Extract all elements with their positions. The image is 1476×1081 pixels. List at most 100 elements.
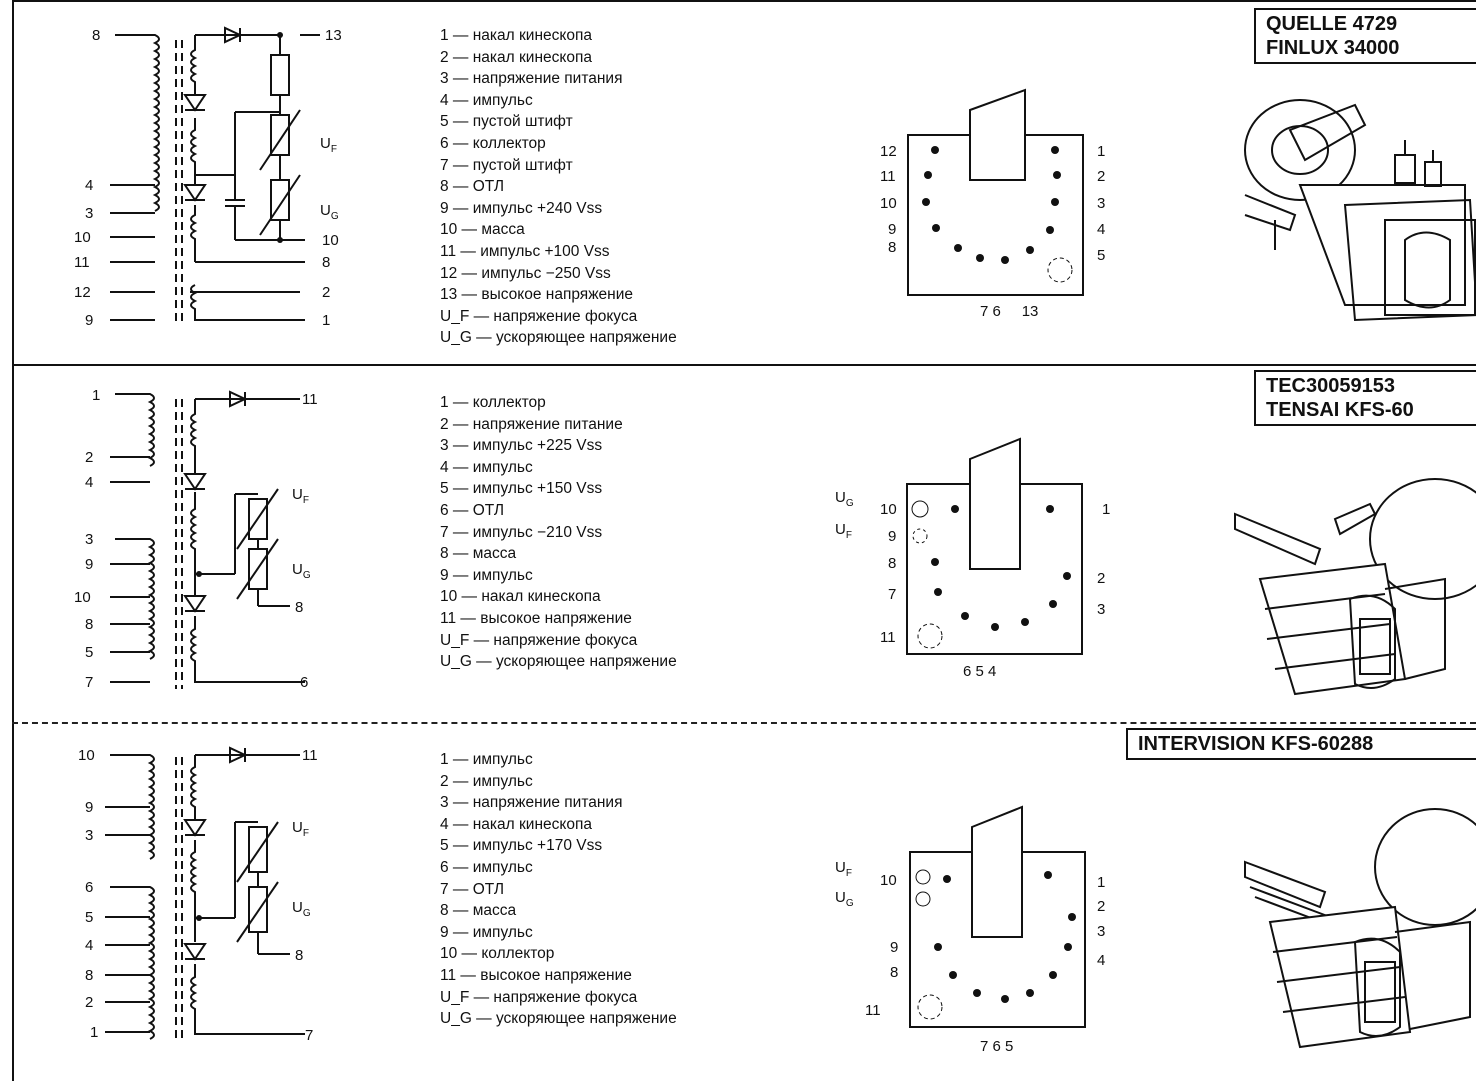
legend-item: 13 — высокое напряжение (440, 286, 634, 304)
model-title-line: INTERVISION KFS-60288 (1138, 733, 1374, 755)
pin-right-13: 13 (325, 27, 342, 44)
pin-right-10: 10 (322, 232, 339, 249)
socket-pin-label: 6 5 4 (963, 663, 996, 680)
pin-label: 9 (85, 799, 93, 816)
socket-pin-label: 4 (1097, 221, 1105, 238)
legend-item: U_F — напряжение фокуса (440, 988, 638, 1006)
transformer-drawing-3 (1244, 808, 1476, 1049)
model-title-2: TEC30059153 TENSAI KFS-60 (1254, 370, 1476, 426)
pin-legend-2: 1 — коллектор 2 — напряжение питание 3 —… (440, 392, 677, 673)
pin-left-4: 4 (85, 177, 93, 194)
socket-pin-label: 8 (890, 964, 898, 981)
legend-item: 6 — ОТЛ (440, 501, 505, 519)
ug-label: UG (320, 202, 339, 222)
legend-item: 2 — накал кинескопа (440, 48, 592, 66)
schematic-2: 1 2 4 3 9 10 8 5 7 11 8 6 UF UG (74, 387, 318, 691)
pin-label: 8 (295, 599, 303, 616)
schematic-3: 10 9 3 6 5 4 8 2 1 11 8 7 UF UG (78, 746, 318, 1044)
model-title-line: QUELLE 4729 (1266, 13, 1398, 35)
model-title-3: INTERVISION KFS-60288 (1126, 728, 1476, 760)
socket-pin-label: 2 (1097, 570, 1105, 587)
socket-pin-label: 8 (888, 239, 896, 256)
legend-item: 1 — накал кинескопа (440, 27, 592, 44)
socket-pin-label: 9 (888, 221, 896, 238)
socket-pin-label: 1 (1097, 874, 1105, 891)
legend-item: U_G — ускоряющее напряжение (440, 653, 677, 671)
socket-pin-label: 7 6 13 (980, 303, 1038, 320)
socket-u-label: UF (835, 859, 852, 879)
socket-u-label: UG (835, 889, 854, 909)
top-border (12, 0, 1476, 2)
socket-pin-label: 11 (880, 168, 896, 185)
section-tec: 1 2 4 3 9 10 8 5 7 11 8 6 UF UG 1 — колл… (0, 364, 1476, 722)
legend-item: 11 — высокое напряжение (440, 609, 632, 627)
schematic-1: 8 4 3 10 11 12 9 13 10 8 2 1 UF UG (74, 26, 342, 329)
socket-pin-label: 11 (880, 629, 896, 646)
legend-item: 10 — коллектор (440, 945, 555, 963)
uf-label: UF (320, 135, 337, 155)
pin-label: 2 (85, 449, 93, 466)
socket-diagram-3: UF UG 10 9 8 11 1 2 3 4 7 6 5 (835, 805, 1105, 1055)
socket-pin-label: 2 (1097, 168, 1105, 185)
socket-pin-label: 10 (880, 195, 897, 212)
socket-pin-label: 9 (888, 528, 896, 545)
legend-item: 4 — импульс (440, 458, 533, 476)
pin-label: 4 (85, 937, 93, 954)
legend-item: 10 — накал кинескопа (440, 588, 601, 606)
legend-item: U_G — ускоряющее напряжение (440, 1010, 677, 1028)
pin-label: 3 (85, 531, 93, 548)
socket-pin-label: 2 (1097, 898, 1105, 915)
socket-pin-label: 10 (880, 872, 897, 889)
socket-diagram-1: 12 11 10 9 8 1 2 3 4 5 7 6 13 (880, 88, 1105, 320)
legend-item: 7 — ОТЛ (440, 880, 505, 898)
uf-label: UF (292, 486, 309, 506)
uf-label: UF (292, 819, 309, 839)
legend-item: 9 — импульс (440, 923, 533, 941)
socket-diagram-2: UG UF 10 9 8 7 11 1 2 3 6 5 4 (835, 437, 1110, 680)
transformer-drawing-1 (1244, 99, 1476, 322)
model-title-line: TEC30059153 (1266, 375, 1395, 397)
pin-label: 1 (90, 1024, 98, 1041)
socket-pin-label: 1 (1097, 143, 1105, 160)
pin-label: 8 (85, 967, 93, 984)
legend-item: 5 — импульс +170 Vss (440, 837, 603, 855)
socket-pin-label: 10 (880, 501, 897, 518)
pin-label: 8 (295, 947, 303, 964)
legend-item: 8 — ОТЛ (440, 178, 505, 196)
socket-pin-label: 3 (1097, 923, 1105, 940)
legend-item: 5 — пустой штифт (440, 113, 573, 131)
pin-label: 7 (305, 1027, 313, 1044)
legend-item: 8 — масса (440, 902, 517, 920)
section-intervision: 10 9 3 6 5 4 8 2 1 11 8 7 UF UG 1 — импу… (0, 722, 1476, 1081)
legend-item: 6 — коллектор (440, 134, 546, 152)
socket-pin-label: 7 6 5 (980, 1038, 1013, 1055)
pin-label: 6 (300, 674, 308, 691)
pin-right-8: 8 (322, 254, 330, 271)
socket-pin-label: 8 (888, 555, 896, 572)
pin-label: 11 (302, 391, 318, 408)
socket-pin-label: 3 (1097, 601, 1105, 618)
socket-pin-label: 5 (1097, 247, 1105, 264)
pin-legend-3: 1 — импульс 2 — импульс 3 — напряжение п… (440, 749, 677, 1030)
pin-label: 11 (302, 747, 318, 764)
socket-pin-label: 7 (888, 586, 896, 603)
legend-item: 3 — напряжение питания (440, 70, 623, 88)
socket-pin-label: 4 (1097, 952, 1105, 969)
pin-left-8: 8 (92, 27, 100, 44)
pin-right-1: 1 (322, 312, 330, 329)
socket-u-label: UG (835, 489, 854, 509)
pin-label: 5 (85, 644, 93, 661)
pin-left-10: 10 (74, 229, 91, 246)
legend-item: 1 — импульс (440, 751, 533, 768)
legend-item: 9 — импульс +240 Vss (440, 199, 603, 217)
pin-left-12: 12 (74, 284, 91, 301)
legend-item: 6 — импульс (440, 858, 533, 876)
pin-label: 10 (74, 589, 91, 606)
transformer-drawing-2 (1234, 478, 1476, 696)
legend-item: 1 — коллектор (440, 394, 546, 411)
legend-item: 3 — импульс +225 Vss (440, 437, 603, 455)
pin-label: 3 (85, 827, 93, 844)
legend-item: 7 — пустой штифт (440, 156, 573, 174)
section-quelle: 8 4 3 10 11 12 9 13 10 8 2 1 UF UG 1 — н… (0, 0, 1476, 364)
pin-label: 9 (85, 556, 93, 573)
